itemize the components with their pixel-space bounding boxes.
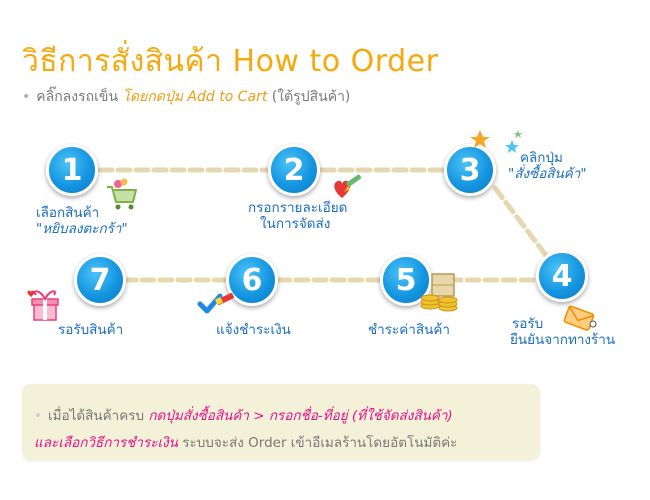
note-l1-plain: เมื่อได้สินค้าครบ xyxy=(47,408,145,424)
shopping-cart-icon xyxy=(107,178,137,210)
step-4-line1: รอรับ xyxy=(512,316,544,332)
step-circle-2: 2 xyxy=(268,144,320,196)
step-label-6: แจ้งชำระเงิน xyxy=(216,322,291,338)
step-7-line1: รอรับสินค้า xyxy=(58,322,124,338)
step-4-line2: ยืนยันจากทางร้าน xyxy=(510,332,616,348)
order-note-box xyxy=(22,384,540,460)
step-circle-4: 4 xyxy=(536,250,588,302)
step-label-1: เลือกสินค้า "หยิบลงตะกร้า" xyxy=(36,205,128,237)
step-label-2: กรอกรายละเอียด ในการจัดส่ง xyxy=(248,200,347,232)
step-label-7: รอรับสินค้า xyxy=(58,322,123,338)
pencil-heart-icon xyxy=(334,174,362,198)
subtitle: • คลิ๊กลงรถเข็น โดยกดปุ่ม Add to Cart (ใต… xyxy=(22,86,350,108)
subtitle-tail: (ใต้รูปสินค้า) xyxy=(271,89,351,105)
step-6-line1: แจ้งชำระเงิน xyxy=(216,322,291,338)
gift-box-icon xyxy=(27,290,59,321)
step-2-line2: ในการจัดส่ง xyxy=(260,216,331,232)
step-1-line2: "หยิบลงตะกร้า" xyxy=(36,221,128,237)
note-l2-highlight: และเลือกวิธีการชำระเงิน xyxy=(34,435,178,451)
note-l1-highlight: กดปุ่มสั่งซื้อสินค้า > กรอกชื่อ-ที่อยู่ … xyxy=(148,408,453,424)
subtitle-highlight: โดยกดปุ่ม Add to Cart xyxy=(122,89,268,105)
step-circle-6: 6 xyxy=(226,254,278,306)
step-1-line1: เลือกสินค้า xyxy=(36,205,100,221)
checkmark-pencil-icon xyxy=(197,292,234,314)
step-2-line1: กรอกรายละเอียด xyxy=(248,200,348,216)
step-5-line1: ชำระค่าสินค้า xyxy=(368,322,450,338)
page-title: วิธีการสั่งสินค้า How to Order xyxy=(22,44,439,79)
step-label-5: ชำระค่าสินค้า xyxy=(368,322,450,338)
step-3-line2: "สั่งซื้อสินค้า" xyxy=(508,166,587,182)
order-note-line-1: • เมื่อได้สินค้าครบ กดปุ่มสั่งซื้อสินค้า … xyxy=(34,404,453,426)
step-3-line1: คลิกปุ่ม xyxy=(520,150,563,166)
step-circle-5: 5 xyxy=(380,254,432,306)
step-label-4: รอรับ ยืนยันจากทางร้าน xyxy=(510,316,615,348)
note-bullet: • xyxy=(34,408,42,424)
step-circle-1: 1 xyxy=(46,144,98,196)
step-circle-3: 3 xyxy=(444,144,496,196)
subtitle-bullet: • xyxy=(22,89,31,105)
envelope-icon xyxy=(563,305,597,331)
connector-3-4 xyxy=(492,185,551,261)
coins-box-icon xyxy=(420,273,458,312)
step-circle-7: 7 xyxy=(74,254,126,306)
order-note-line-2: และเลือกวิธีการชำระเงิน ระบบจะส่ง Order … xyxy=(34,431,457,453)
note-l2-plain: ระบบจะส่ง Order เข้าอีเมลร้านโดยอัตโนมัต… xyxy=(182,435,458,451)
subtitle-text: คลิ๊กลงรถเข็น xyxy=(36,89,119,105)
stars-icon xyxy=(470,130,522,153)
step-label-3: คลิกปุ่ม "สั่งซื้อสินค้า" xyxy=(508,150,587,182)
